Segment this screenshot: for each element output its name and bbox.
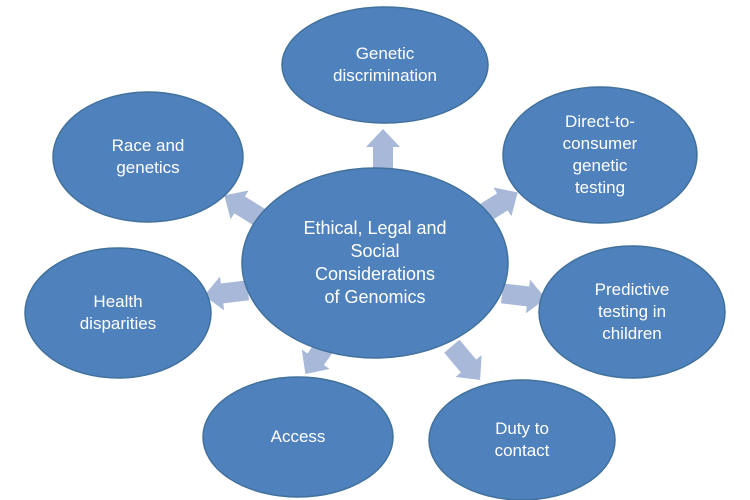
label-line: of Genomics [324, 287, 426, 307]
arrow-icon [366, 129, 400, 173]
access-label: Access [271, 426, 326, 448]
label-line: Access [270, 427, 326, 446]
center-node [241, 167, 509, 359]
predictive-testing-node [538, 245, 726, 379]
label-line: genetic [572, 156, 628, 175]
label-line: Ethical, Legal and [303, 218, 447, 238]
label-line: Genetic [355, 44, 415, 63]
race-and-genetics-label: Race and genetics [112, 135, 185, 179]
label-line: testing in [597, 302, 667, 321]
direct-to-consumer-node [502, 86, 698, 224]
label-line: testing [574, 178, 626, 197]
arrow-icon [224, 190, 267, 228]
label-line: consumer [562, 134, 638, 153]
label-line: discrimination [333, 66, 437, 85]
label-line: Social [350, 241, 400, 261]
health-disparities-node [24, 247, 212, 379]
duty-to-contact-label: Duty to contact [495, 418, 550, 462]
label-line: Considerations [314, 264, 436, 284]
label-line: Health [93, 292, 143, 311]
genetic-discrimination-label: Genetic discrimination [333, 43, 437, 87]
predictive-testing-label: Predictive testing in children [595, 279, 670, 345]
label-line: Direct-to- [565, 112, 635, 131]
health-disparities-label: Health disparities [80, 291, 157, 335]
arrow-icon [204, 276, 250, 311]
label-line: disparities [79, 314, 157, 333]
arrow-icon [444, 339, 482, 380]
label-line: Race and [111, 136, 185, 155]
label-line: Duty to [495, 419, 549, 438]
race-and-genetics-node [52, 91, 244, 223]
direct-to-consumer-label: Direct-to-consumer genetic testing [563, 111, 638, 199]
duty-to-contact-node [428, 379, 616, 500]
arrow-icon [500, 279, 546, 314]
label-line: genetics [116, 158, 180, 177]
genetic-discrimination-node [281, 6, 489, 124]
label-line: children [602, 324, 662, 343]
label-line: contact [494, 441, 550, 460]
label-line: Predictive [594, 280, 670, 299]
access-node [202, 376, 394, 498]
